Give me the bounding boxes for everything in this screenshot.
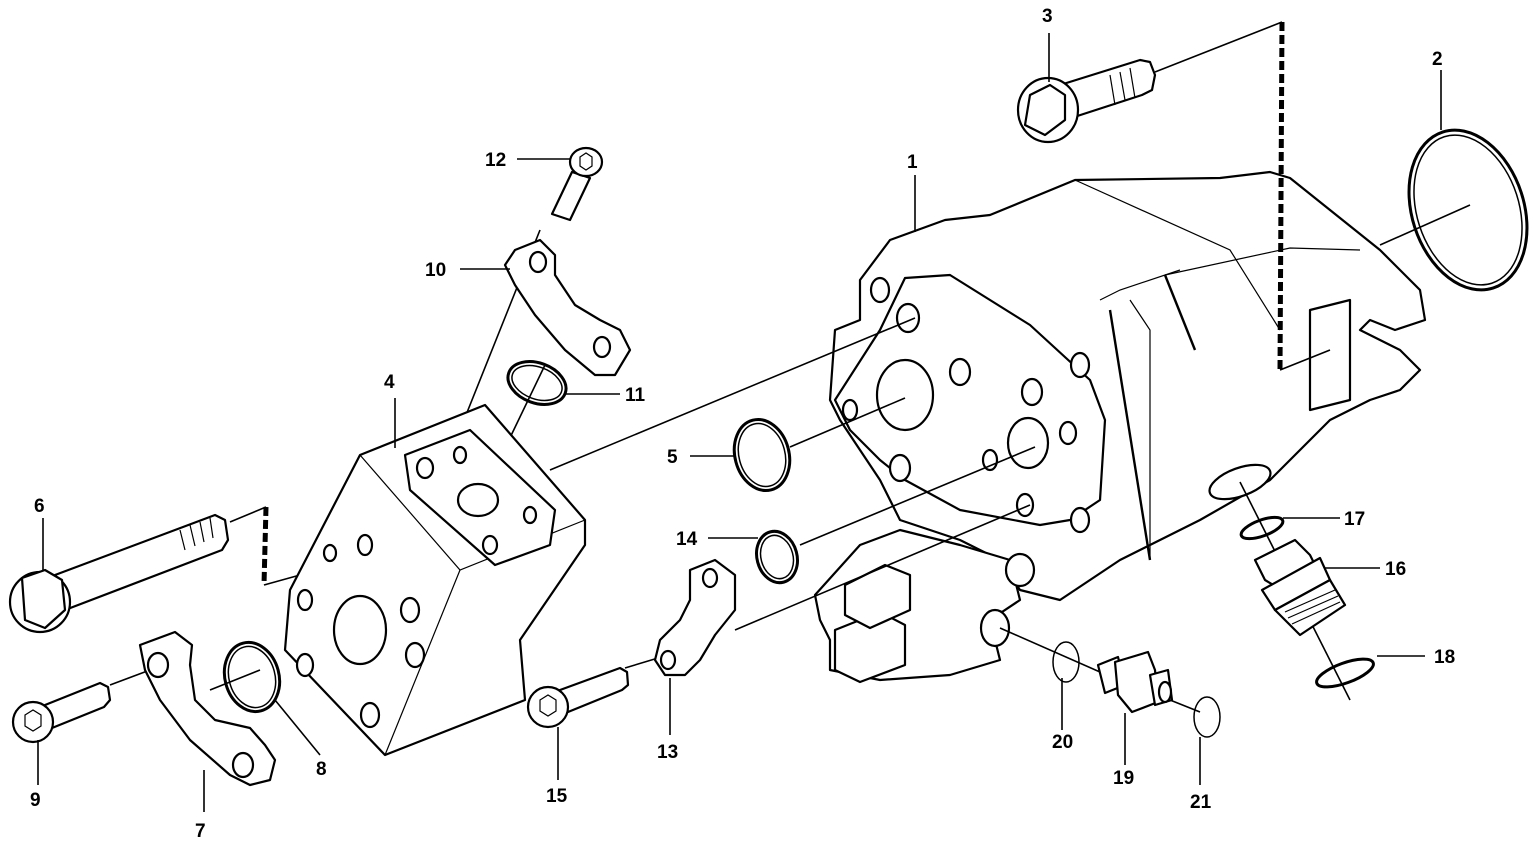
callout-11: 11 [625,385,646,406]
socket-screw-upper [550,146,604,222]
callout-4: 4 [384,372,395,393]
split-flange-large [138,630,277,787]
callout-2: 2 [1432,49,1443,70]
callout-9: 9 [30,790,41,811]
washer-left [1052,641,1080,683]
large-o-ring [1407,128,1529,292]
washer-right [1193,696,1221,738]
split-flange-upper [503,238,632,377]
callout-1: 1 [907,152,918,173]
callout-21: 21 [1190,792,1212,813]
callout-10: 10 [425,260,446,281]
seal-ring-lower [1315,657,1375,689]
callout-16: 16 [1385,559,1406,580]
pump-housing [813,170,1427,684]
callout-13: 13 [657,742,678,763]
callout-7: 7 [195,821,206,842]
callout-6: 6 [34,496,45,517]
socket-screw-small [526,666,630,729]
nipple-fitting [1096,650,1174,714]
port-block [283,403,587,757]
callout-leaders [37,33,1442,812]
socket-screw-large [11,681,112,744]
callout-5: 5 [667,447,678,468]
seal-ring-upper [1239,515,1285,541]
o-ring-large-flange [222,640,282,714]
callout-3: 3 [1042,6,1053,27]
callout-20: 20 [1052,732,1073,753]
callout-18: 18 [1434,647,1455,668]
callout-12: 12 [485,150,506,171]
callout-8: 8 [316,759,327,780]
callout-14: 14 [676,529,698,550]
o-ring-port [732,418,792,492]
callout-19: 19 [1113,768,1134,789]
callout-15: 15 [546,786,568,807]
threaded-adapter [1253,538,1347,637]
o-ring-small [755,529,799,585]
callout-labels: 1 2 3 4 5 6 7 8 9 10 11 12 13 14 15 16 1… [30,6,1455,842]
callout-17: 17 [1344,509,1365,530]
long-hex-bolt [8,513,230,634]
flange-bolt [1016,58,1157,144]
split-flange-small [653,558,737,677]
